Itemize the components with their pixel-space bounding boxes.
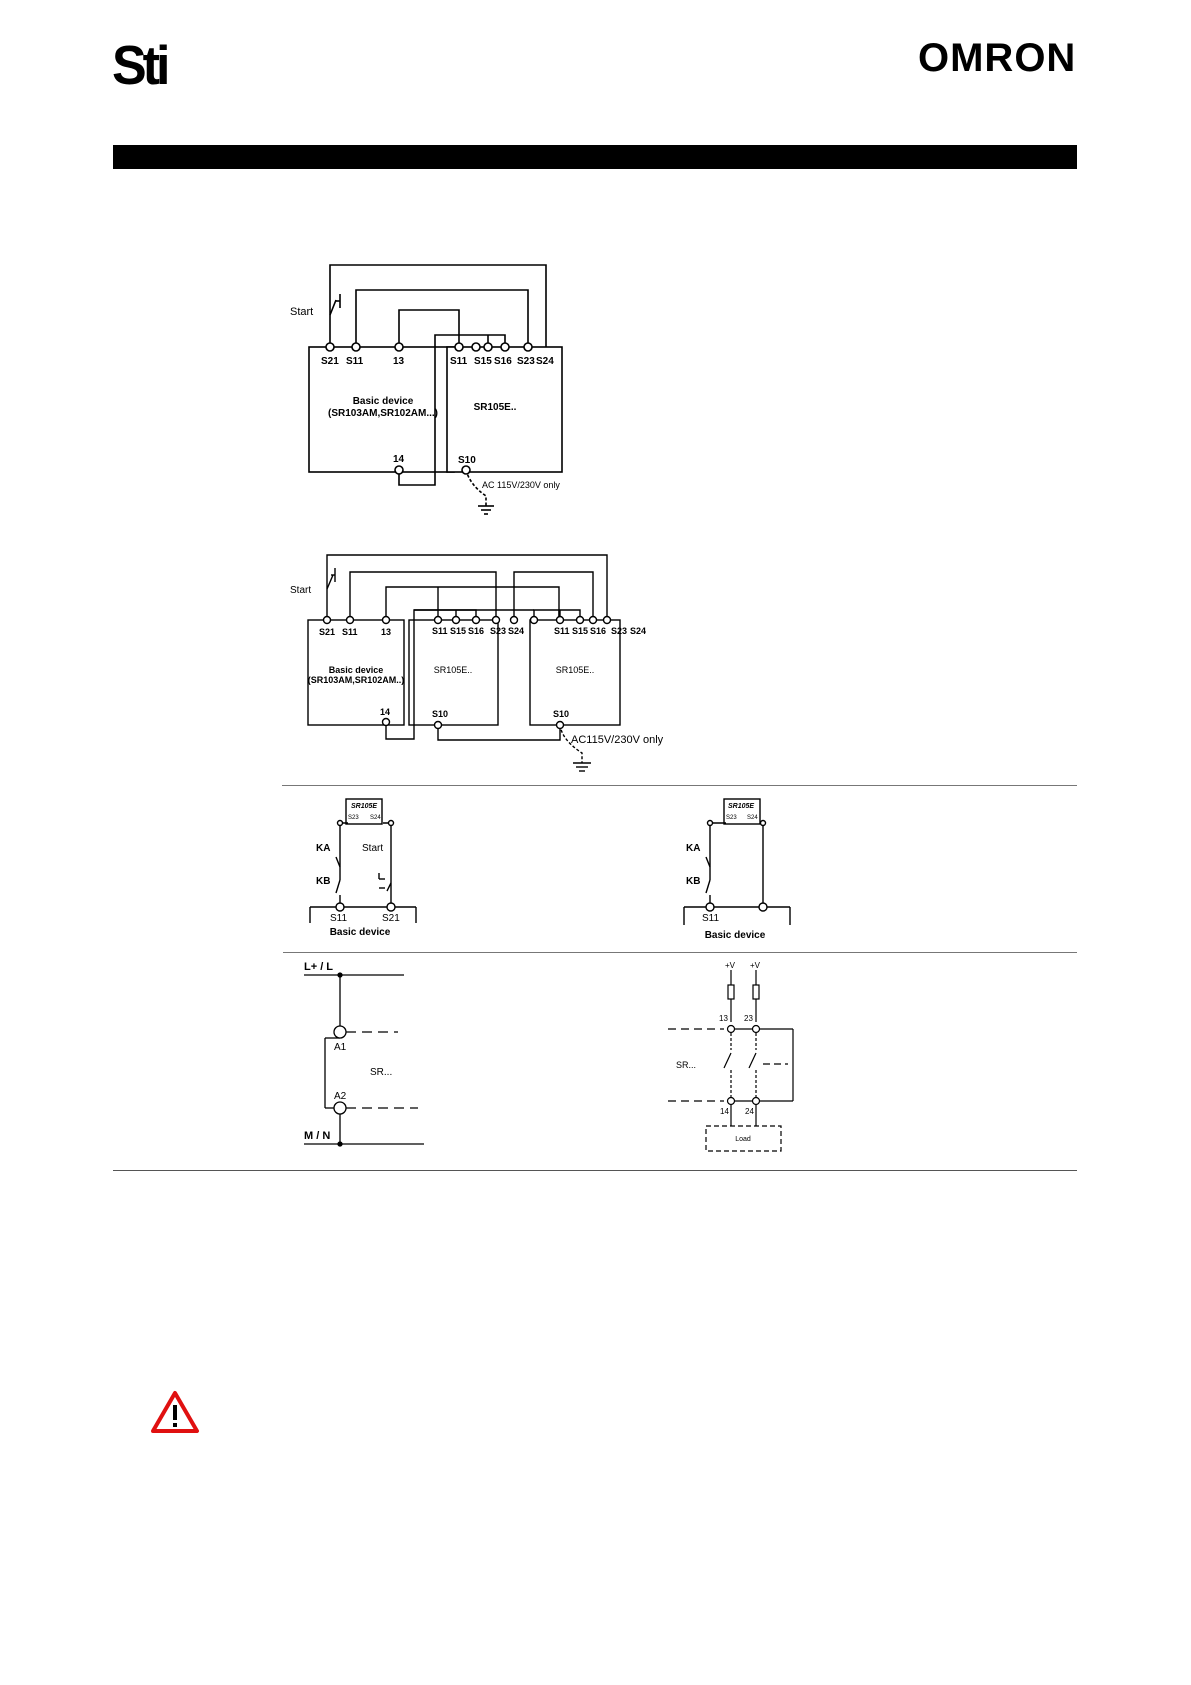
terminal-label: 14: [380, 707, 390, 717]
terminal-label: S10: [553, 709, 569, 719]
basic-device-label: Basic device: [353, 396, 414, 407]
load-label: Load: [735, 1136, 751, 1143]
basic-device-models: (SR103AM,SR102AM...): [328, 408, 438, 419]
supply-label: +V: [750, 961, 761, 970]
omron-logo: OMRON: [918, 36, 1077, 80]
terminal-label: S24: [370, 815, 381, 821]
basic-device-label: Basic device: [705, 930, 766, 941]
terminal-label: S21: [321, 356, 339, 367]
terminal-label: 13: [393, 356, 405, 367]
terminal-label: S15: [474, 356, 492, 367]
terminal-label: S11: [330, 913, 347, 924]
table-divider: [282, 785, 1077, 786]
sr105e-box: [723, 798, 761, 825]
terminal-label: S15: [572, 626, 588, 636]
terminal-label: S23: [490, 626, 506, 636]
terminal-label: S10: [432, 709, 448, 719]
basic-device-box: [307, 619, 405, 726]
sr-label: SR...: [370, 1067, 392, 1078]
wiring-diagram-double-expansion: Start S21 S11 13 14 Basic device (SR103A…: [290, 554, 664, 772]
terminal-label: S24: [747, 815, 758, 821]
sti-logo: Sti: [112, 35, 170, 97]
terminal-label: S11: [432, 626, 448, 636]
ka-label: KA: [686, 843, 700, 854]
bottom-rail-label: M / N: [304, 1130, 330, 1142]
terminal-label: 14: [720, 1107, 729, 1116]
output-contacts-diagram: +V +V 13 23 SR... 14 24 Load: [668, 961, 794, 1152]
feedback-diagram-auto-start: SR105E S23 S24 KA KB S11 Basic device: [683, 798, 791, 941]
terminal-label: S16: [468, 626, 484, 636]
terminal-label: S24: [536, 356, 554, 367]
terminal-label: S11: [450, 356, 468, 367]
feedback-diagram-with-start: SR105E S23 S24 KA KB Start S11 S21 Basic…: [309, 798, 417, 938]
terminal-label: 23: [744, 1014, 753, 1023]
terminal-label: S23: [517, 356, 535, 367]
terminal-label: S16: [494, 356, 512, 367]
terminal-label: S11: [346, 356, 364, 367]
terminal-label: S11: [342, 627, 358, 637]
table-divider: [283, 952, 1077, 953]
a1-label: A1: [334, 1042, 347, 1053]
a2-label: A2: [334, 1091, 347, 1102]
terminal-label: S15: [450, 626, 466, 636]
terminal-label: 24: [745, 1107, 754, 1116]
start-label: Start: [290, 585, 311, 596]
ac-note: AC115V/230V only: [571, 734, 664, 746]
module-label: SR105E: [351, 803, 377, 810]
terminal-label: S23: [726, 815, 737, 821]
sr105e-label: SR105E..: [556, 665, 595, 675]
sr105e-box: [345, 798, 383, 825]
terminal-label: S21: [382, 913, 400, 924]
sr-label: SR...: [676, 1060, 696, 1070]
terminal-label: S23: [611, 626, 627, 636]
basic-device-models: (SR103AM,SR102AM..): [308, 675, 405, 685]
kb-label: KB: [316, 876, 330, 887]
basic-device-label: Basic device: [330, 927, 391, 938]
ka-label: KA: [316, 843, 330, 854]
terminal-label: S16: [590, 626, 606, 636]
basic-device-label: Basic device: [329, 665, 384, 675]
start-label: Start: [362, 843, 383, 854]
sr105e-box-2: [529, 619, 621, 726]
terminal-label: 13: [381, 627, 391, 637]
terminal-label: S11: [702, 913, 719, 924]
top-rail-label: L+ / L: [304, 961, 333, 973]
sr105e-box-1: [408, 619, 499, 726]
ac-note: AC 115V/230V only: [482, 480, 560, 490]
terminal-label: S10: [458, 455, 476, 466]
terminal-label: 14: [393, 454, 405, 465]
power-supply-diagram: L+ / L A1 A2 SR... M / N: [304, 961, 424, 1147]
section-title-bar: [113, 145, 1077, 169]
supply-label: +V: [725, 961, 736, 970]
terminal-label: 13: [719, 1014, 728, 1023]
sr105e-label: SR105E..: [474, 402, 517, 413]
module-label: SR105E: [728, 803, 754, 810]
terminal-label: S24: [508, 626, 524, 636]
start-label: Start: [290, 306, 313, 318]
section-divider: [113, 1170, 1077, 1171]
warning-triangle-icon: [151, 1391, 199, 1433]
sr105e-label: SR105E..: [434, 665, 473, 675]
terminal-label: S11: [554, 626, 570, 636]
terminal-label: S24: [630, 626, 646, 636]
terminal-label: S23: [348, 815, 359, 821]
terminal-label: S21: [319, 627, 335, 637]
wiring-diagram-single-expansion: Start S21 S11 13 14 Basic device (SR103A…: [290, 264, 563, 515]
kb-label: KB: [686, 876, 700, 887]
